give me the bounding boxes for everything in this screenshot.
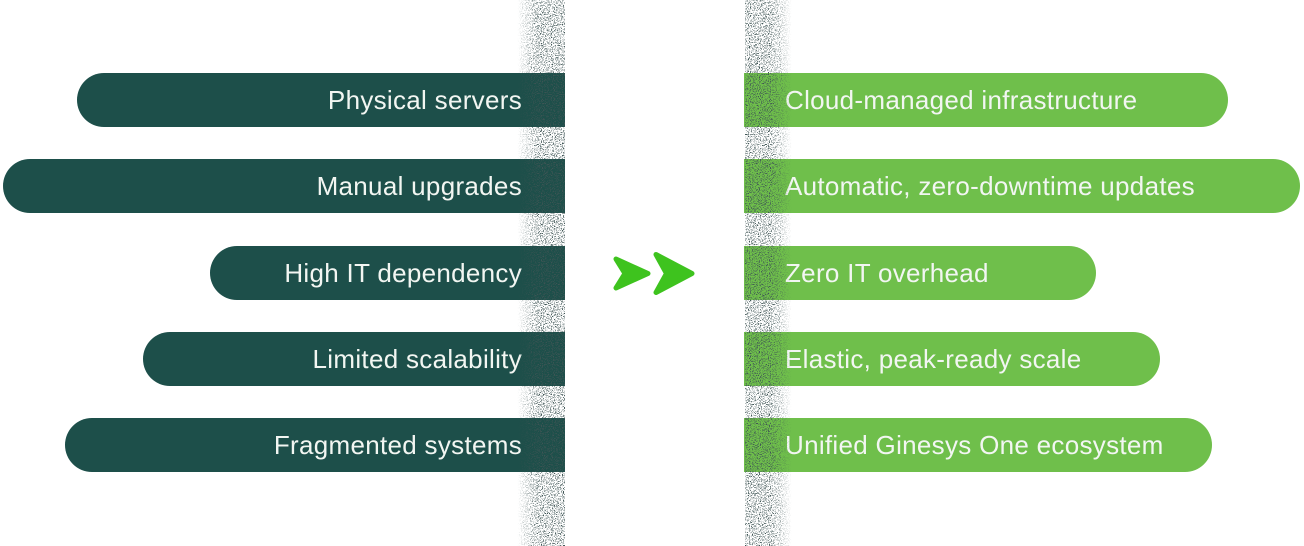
before-pill-fragmented-systems: Fragmented systems xyxy=(65,418,565,472)
before-pill-manual-upgrades: Manual upgrades xyxy=(3,159,565,213)
after-pill-automatic-updates: Automatic, zero-downtime updates xyxy=(744,159,1300,213)
after-pill-zero-it-overhead: Zero IT overhead xyxy=(744,246,1096,300)
divider-column xyxy=(565,0,744,546)
before-pill-label: Limited scalability xyxy=(312,343,522,374)
after-pill-label: Cloud-managed infrastructure xyxy=(785,84,1138,115)
before-pill-label: Physical servers xyxy=(327,84,522,115)
after-pill-label: Zero IT overhead xyxy=(785,257,989,288)
before-pill-high-it-dependency: High IT dependency xyxy=(210,246,565,300)
after-pill-label: Elastic, peak-ready scale xyxy=(785,343,1082,374)
before-pill-physical-servers: Physical servers xyxy=(77,73,565,127)
before-pill-limited-scalability: Limited scalability xyxy=(143,332,565,386)
after-pill-unified-ecosystem: Unified Ginesys One ecosystem xyxy=(744,418,1212,472)
after-pill-label: Automatic, zero-downtime updates xyxy=(785,170,1195,201)
after-pill-label: Unified Ginesys One ecosystem xyxy=(785,429,1164,460)
before-pill-label: Manual upgrades xyxy=(316,170,522,201)
before-pill-label: Fragmented systems xyxy=(273,429,522,460)
before-pill-label: High IT dependency xyxy=(284,257,522,288)
after-pill-elastic-scale: Elastic, peak-ready scale xyxy=(744,332,1160,386)
after-pill-cloud-managed-infrastructure: Cloud-managed infrastructure xyxy=(744,73,1228,127)
fast-forward-arrows-icon xyxy=(613,252,695,295)
